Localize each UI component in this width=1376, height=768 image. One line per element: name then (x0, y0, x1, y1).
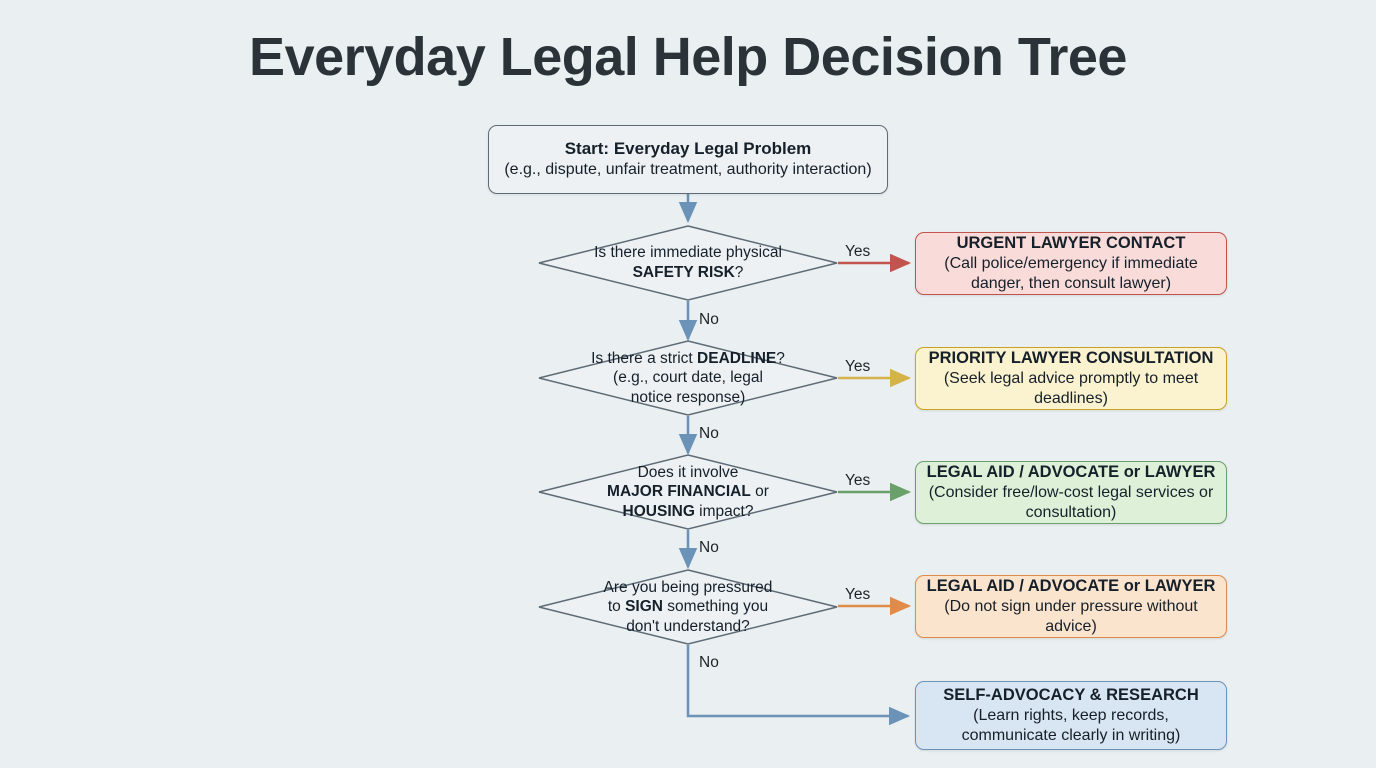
decision-2-keyword: DEADLINE (697, 349, 777, 367)
decision-safety-risk-label: Is there immediate physical SAFETY RISK? (577, 243, 799, 282)
diamond-shape-4 (538, 569, 838, 645)
outcome-2-detail: (Seek legal advice promptly to meet dead… (943, 369, 1199, 407)
decision-4-pre: to (607, 598, 626, 616)
decision-safety-risk[interactable]: Is there immediate physical SAFETY RISK? (538, 225, 838, 301)
outcome-priority-consultation[interactable]: PRIORITY LAWYER CONSULTATION (Seek legal… (915, 347, 1227, 410)
outcome-urgent-lawyer-contact[interactable]: URGENT LAWYER CONTACT (Call police/emerg… (915, 232, 1227, 295)
decision-deadline[interactable]: Is there a strict DEADLINE? (e.g., court… (538, 340, 838, 416)
node-start-title: Start: Everyday Legal Problem (564, 139, 812, 159)
outcome-4-detail: (Do not sign under pressure without advi… (944, 597, 1198, 635)
edge-label-yes-3: Yes (845, 472, 871, 489)
decision-4-line1: Are you being pressured (603, 578, 773, 596)
diamond-shape-3 (538, 454, 838, 530)
decision-1-line1: Is there immediate physical (594, 244, 782, 262)
outcome-5-title: SELF-ADVOCACY & RESEARCH (943, 686, 1199, 705)
edge-label-no-4: No (699, 654, 719, 671)
edge-label-yes-2: Yes (845, 358, 871, 375)
diamond-shape-1 (538, 225, 838, 301)
outcome-legal-aid-signing[interactable]: LEGAL AID / ADVOCATE or LAWYER (Do not s… (915, 575, 1227, 638)
outcome-self-advocacy[interactable]: SELF-ADVOCACY & RESEARCH (Learn rights, … (915, 681, 1227, 750)
outcome-1-title: URGENT LAWYER CONTACT (956, 234, 1186, 253)
decision-2-line2: (e.g., court date, legal (613, 369, 763, 387)
decision-3-line1: Does it involve (637, 463, 739, 481)
outcome-legal-aid-financial[interactable]: LEGAL AID / ADVOCATE or LAWYER (Consider… (915, 461, 1227, 524)
outcome-1-detail: (Call police/emergency if immediate dang… (944, 254, 1198, 292)
decision-4-keyword: SIGN (625, 598, 663, 616)
outcome-3-detail: (Consider free/low-cost legal services o… (928, 483, 1214, 521)
decision-deadline-label: Is there a strict DEADLINE? (e.g., court… (562, 349, 814, 408)
edge-label-yes-1: Yes (845, 243, 871, 260)
decision-1-keyword: SAFETY RISK (632, 264, 735, 281)
edge-label-yes-4: Yes (845, 586, 871, 603)
node-start[interactable]: Start: Everyday Legal Problem (e.g., dis… (488, 125, 888, 194)
decision-4-line3: don't understand? (626, 617, 750, 635)
decision-financial-housing[interactable]: Does it involve MAJOR FINANCIAL or HOUSI… (538, 454, 838, 530)
decision-3-keyword: MAJOR FINANCIAL (607, 483, 751, 501)
decision-2-line1: Is there a strict (591, 349, 698, 367)
diamond-shape-2 (538, 340, 838, 416)
outcome-5-detail: (Learn rights, keep records, communicate… (961, 706, 1181, 744)
node-start-subtitle: (e.g., dispute, unfair treatment, author… (504, 161, 872, 179)
outcome-4-title: LEGAL AID / ADVOCATE or LAWYER (926, 577, 1216, 596)
decision-3-keyword2: HOUSING (622, 502, 695, 520)
edge-label-no-3: No (699, 539, 719, 556)
decision-4-tail: something you (663, 598, 769, 616)
decision-3-tail: impact? (694, 502, 754, 520)
outcome-3-title: LEGAL AID / ADVOCATE or LAWYER (926, 463, 1216, 482)
decision-1-tail: ? (734, 264, 744, 281)
decision-financial-housing-label: Does it involve MAJOR FINANCIAL or HOUSI… (562, 463, 814, 522)
page-title: Everyday Legal Help Decision Tree (249, 27, 1127, 87)
decision-2-line3: notice response) (630, 388, 746, 406)
outcome-2-title: PRIORITY LAWYER CONSULTATION (928, 349, 1214, 368)
decision-pressured-to-sign-label: Are you being pressured to SIGN somethin… (562, 578, 814, 637)
edge-label-no-1: No (699, 311, 719, 328)
edge-label-no-2: No (699, 425, 719, 442)
decision-2-tail: ? (776, 349, 785, 367)
decision-pressured-to-sign[interactable]: Are you being pressured to SIGN somethin… (538, 569, 838, 645)
decision-3-mid: or (750, 483, 769, 501)
